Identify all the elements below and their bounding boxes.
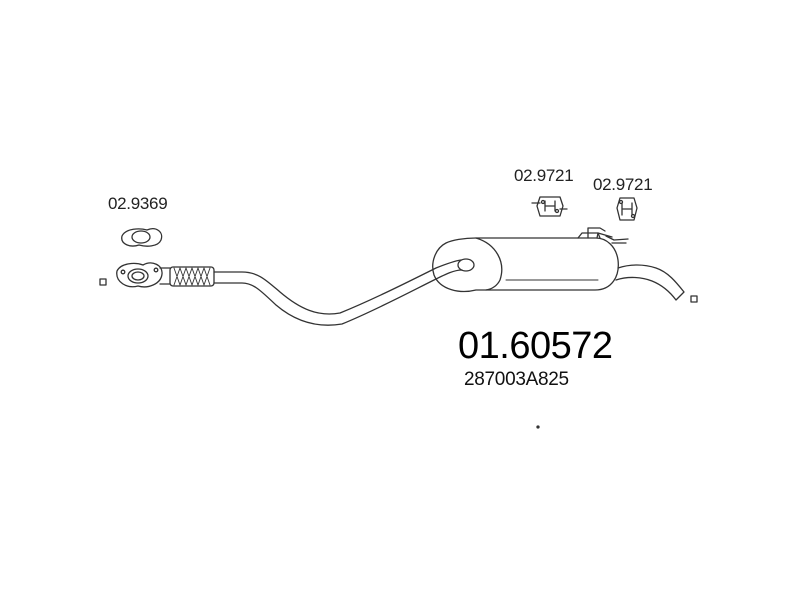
front-flange (116, 262, 163, 288)
rear-connection-marker (690, 295, 698, 303)
gasket-part-number: 02.9369 (108, 194, 168, 213)
hanger-part-number-2: 02.9721 (593, 175, 653, 194)
rubber-hanger-2 (616, 197, 638, 221)
front-connection-marker (99, 278, 107, 286)
hanger-part-number-1: 02.9721 (514, 166, 574, 185)
rear-muffler (432, 232, 619, 293)
flex-joint (169, 266, 215, 287)
front-pipe-stub (159, 267, 171, 285)
muffler-hanger-bracket (587, 227, 629, 244)
main-pipe (213, 259, 463, 326)
flange-gasket (121, 228, 163, 247)
rubber-hanger-1 (531, 196, 568, 217)
stray-dot (536, 425, 540, 429)
tailpipe (615, 264, 685, 301)
oem-part-number: 287003A825 (464, 369, 569, 390)
main-part-number: 01.60572 (458, 325, 613, 367)
